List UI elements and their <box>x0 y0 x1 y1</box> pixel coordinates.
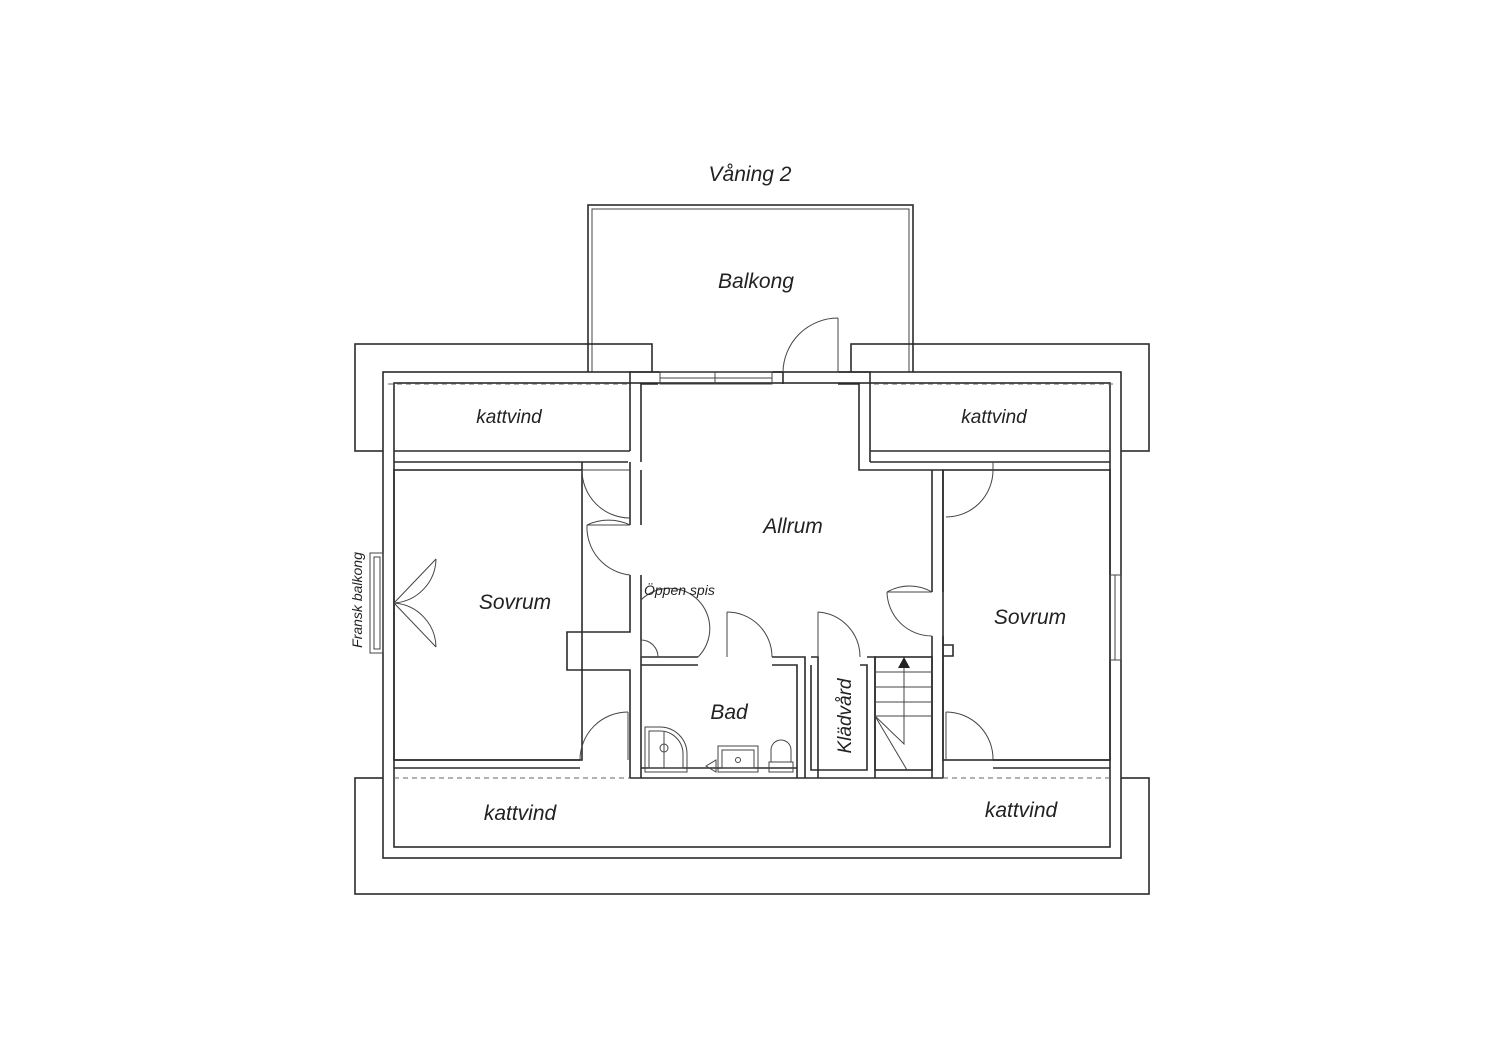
label-attic-bottom-left: kattvind <box>484 802 558 825</box>
label-bedroom-left: Sovrum <box>479 591 551 614</box>
stairs <box>874 656 933 771</box>
toilet-icon <box>768 739 794 773</box>
label-living-room: Allrum <box>761 515 823 538</box>
door-swing-icon <box>586 524 631 576</box>
label-balcony: Balkong <box>718 270 794 293</box>
living-room-walls <box>629 371 943 471</box>
shower-icon <box>644 726 688 773</box>
label-french-balcony: Fransk balkong <box>349 552 365 648</box>
label-attic-bottom-right: kattvind <box>985 799 1059 822</box>
right-bedroom-doors <box>886 462 994 761</box>
door-swing-icon <box>393 602 437 648</box>
attic-top-walls <box>394 450 1110 463</box>
left-bedroom-doors <box>579 469 631 761</box>
label-bathroom: Bad <box>710 701 749 724</box>
door-swing-icon <box>579 711 629 761</box>
sink-icon <box>705 745 759 773</box>
attic-dashed-lines <box>388 383 1116 779</box>
label-bedroom-right: Sovrum <box>994 606 1066 629</box>
label-attic-top-left: kattvind <box>476 407 543 428</box>
stair-arrow-icon <box>898 657 910 668</box>
balcony-door-swing-icon <box>782 317 839 384</box>
door-swing-icon <box>945 469 994 518</box>
french-balcony <box>369 552 437 654</box>
door-swing-icon <box>586 519 631 526</box>
label-fireplace: Öppen spis <box>644 581 715 598</box>
door-swing-icon <box>726 611 773 658</box>
label-attic-top-right: kattvind <box>961 407 1028 428</box>
door-swing-icon <box>886 585 933 593</box>
attic-bottom-walls <box>394 759 1110 779</box>
door-swing-icon <box>886 591 933 637</box>
fireplace-icon <box>640 587 711 658</box>
window-icon <box>1109 574 1122 661</box>
plan-title: Våning 2 <box>709 163 792 186</box>
door-swing-icon <box>393 558 437 604</box>
label-laundry: Klädvård <box>835 677 856 753</box>
door-swing-icon <box>581 469 631 519</box>
door-swing-icon <box>817 611 861 658</box>
door-swing-icon <box>945 711 994 761</box>
